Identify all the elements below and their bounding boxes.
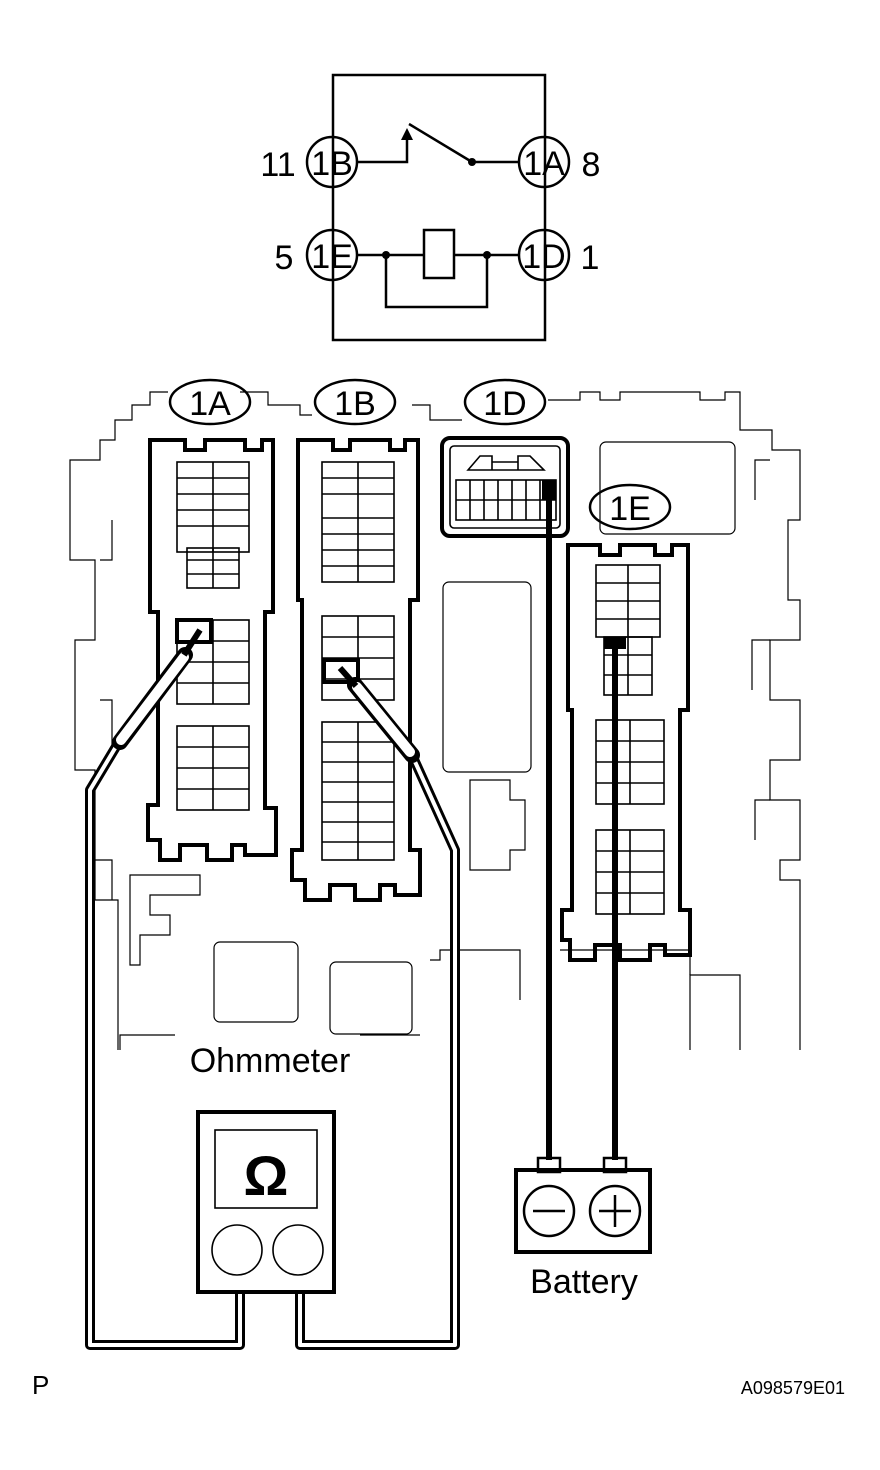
inner-pad-4	[329, 961, 413, 1035]
connector-1B-grid-top-lines	[322, 462, 394, 582]
ohmmeter-leads	[85, 628, 460, 1350]
block-outline-top	[240, 391, 741, 421]
ohm-symbol: Ω	[244, 1144, 289, 1207]
junction-block-outline	[69, 391, 801, 1050]
ohmmeter-body	[196, 1110, 336, 1294]
corner-label-p: P	[32, 1370, 49, 1400]
connector-1D-body	[440, 436, 570, 538]
ohmmeter-jack-left	[211, 1224, 263, 1276]
terminal-1D-circle	[517, 228, 571, 282]
inner-pad-2	[599, 441, 736, 535]
ohmmeter-label: Ohmmeter	[190, 1042, 351, 1080]
switch-blade	[408, 122, 473, 164]
connector-1B-body	[290, 438, 422, 902]
connector-1E: 1E	[560, 483, 692, 962]
connector-1D-inner	[449, 445, 561, 529]
pin-11-label: 11	[260, 146, 295, 184]
battery: Battery	[514, 1156, 652, 1301]
connector-1B-probe-cell	[322, 658, 360, 684]
connector-1B-label: 1B	[334, 385, 376, 423]
switch-line-left	[357, 137, 409, 164]
connector-1A-label-oval	[168, 378, 252, 426]
terminal-1E-circle	[305, 228, 359, 282]
connector-1E-grid-bot-lines	[596, 830, 664, 914]
connector-1D-lock	[466, 455, 546, 471]
probe-left	[112, 628, 203, 750]
ohmmeter-lead-left-inner	[88, 738, 242, 1347]
connector-1A-body	[146, 438, 278, 862]
pin-1-label: 1	[581, 239, 600, 277]
probe-right	[337, 666, 420, 763]
battery-case	[514, 1168, 652, 1254]
connector-1A-grid-top-lines	[177, 462, 249, 552]
terminal-1B-label: 1B	[311, 145, 353, 183]
terminal-1B-circle	[305, 135, 359, 189]
connector-1E-grid-top-lines	[596, 565, 660, 637]
connector-1E-grid-mid-lines	[596, 720, 664, 804]
terminal-1A-label: 1A	[523, 145, 565, 183]
block-outline-right	[739, 410, 801, 1050]
probe-left-shaft-inner	[116, 652, 189, 745]
ohmmeter-display	[214, 1129, 318, 1209]
coil-bypass	[384, 255, 489, 309]
battery-leads	[546, 490, 618, 1160]
battery-label: Battery	[530, 1263, 638, 1301]
connector-1E-body	[560, 543, 692, 962]
inner-notch-2	[469, 779, 526, 871]
probe-right-tip	[337, 666, 359, 688]
connector-1A: 1A	[146, 378, 278, 862]
inner-pad-3	[213, 941, 299, 1023]
connector-1B-grid-bot-lines	[322, 722, 394, 860]
connector-1B: 1B	[290, 378, 422, 902]
terminal-1A-circle	[517, 135, 571, 189]
switch-arrow	[401, 128, 413, 140]
connector-1E-label: 1E	[609, 490, 651, 528]
inner-notch-1	[129, 874, 201, 966]
connector-1D-grid-lines	[456, 480, 556, 520]
coil	[422, 228, 456, 280]
block-outline-bottom	[119, 974, 741, 1050]
pin-5-label: 5	[275, 239, 294, 277]
inner-step-right	[751, 459, 770, 840]
inner-pad-1	[442, 581, 532, 773]
connector-1B-label-oval	[313, 378, 397, 426]
relay-schematic: 1B 1A 1E 1D 11 8 5 1	[260, 73, 601, 342]
terminal-1D-label: 1D	[522, 238, 565, 276]
connector-1A-grid-bot-lines	[177, 726, 249, 810]
block-outline-left	[69, 391, 168, 1050]
ohmmeter: Ohmmeter Ω	[190, 1042, 351, 1294]
inner-step-left	[95, 520, 113, 900]
pin-8-label: 8	[582, 146, 601, 184]
connector-1D-label-oval	[463, 378, 547, 426]
ohmmeter-jack-right	[272, 1224, 324, 1276]
probe-right-shaft-inner	[352, 682, 415, 757]
relay-schematic-frame	[331, 73, 547, 342]
connector-1D: 1D	[440, 378, 570, 538]
connector-1D-label: 1D	[483, 385, 526, 423]
battery-positive-terminal	[588, 1184, 642, 1238]
connector-1E-label-oval	[588, 483, 672, 531]
figure-code: A098579E01	[741, 1378, 845, 1398]
ohmmeter-lead-right-inner	[298, 754, 457, 1347]
connector-1A-grid-top2-lines	[187, 548, 239, 588]
probe-left-tip	[181, 628, 203, 657]
battery-negative-terminal	[522, 1184, 576, 1238]
terminal-1E-label: 1E	[311, 238, 353, 276]
connector-1A-label: 1A	[189, 385, 231, 423]
